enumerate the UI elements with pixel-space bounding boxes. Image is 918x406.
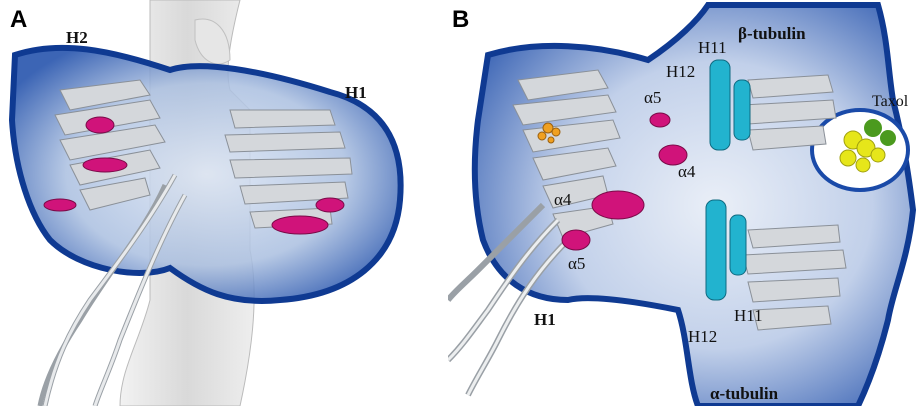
label-h11-top: H11 bbox=[698, 38, 727, 58]
label-alpha5-top: α5 bbox=[644, 88, 661, 108]
label-h1: H1 bbox=[345, 83, 367, 103]
label-h11-bottom: H11 bbox=[734, 306, 763, 326]
panel-a-letter: A bbox=[10, 6, 27, 34]
label-alpha4-left: α4 bbox=[554, 190, 571, 210]
label-h12-bottom: H12 bbox=[688, 327, 717, 347]
panel-a-render bbox=[0, 0, 440, 406]
label-beta-tubulin: β-tubulin bbox=[738, 24, 806, 44]
panel-a: A H2 H1 bbox=[0, 0, 440, 406]
label-h2: H2 bbox=[66, 28, 88, 48]
panel-b-letter: B bbox=[452, 6, 469, 34]
panel-b-render bbox=[448, 0, 918, 406]
label-h12-top: H12 bbox=[666, 62, 695, 82]
panel-b: B β-tubulin α-tubulin Taxol H11 H12 α5 α… bbox=[448, 0, 918, 406]
label-h1-b: H1 bbox=[534, 310, 556, 330]
label-taxol: Taxol bbox=[872, 93, 908, 111]
label-alpha-tubulin: α-tubulin bbox=[710, 384, 778, 404]
label-alpha4-top: α4 bbox=[678, 162, 695, 182]
label-alpha5-left: α5 bbox=[568, 254, 585, 274]
